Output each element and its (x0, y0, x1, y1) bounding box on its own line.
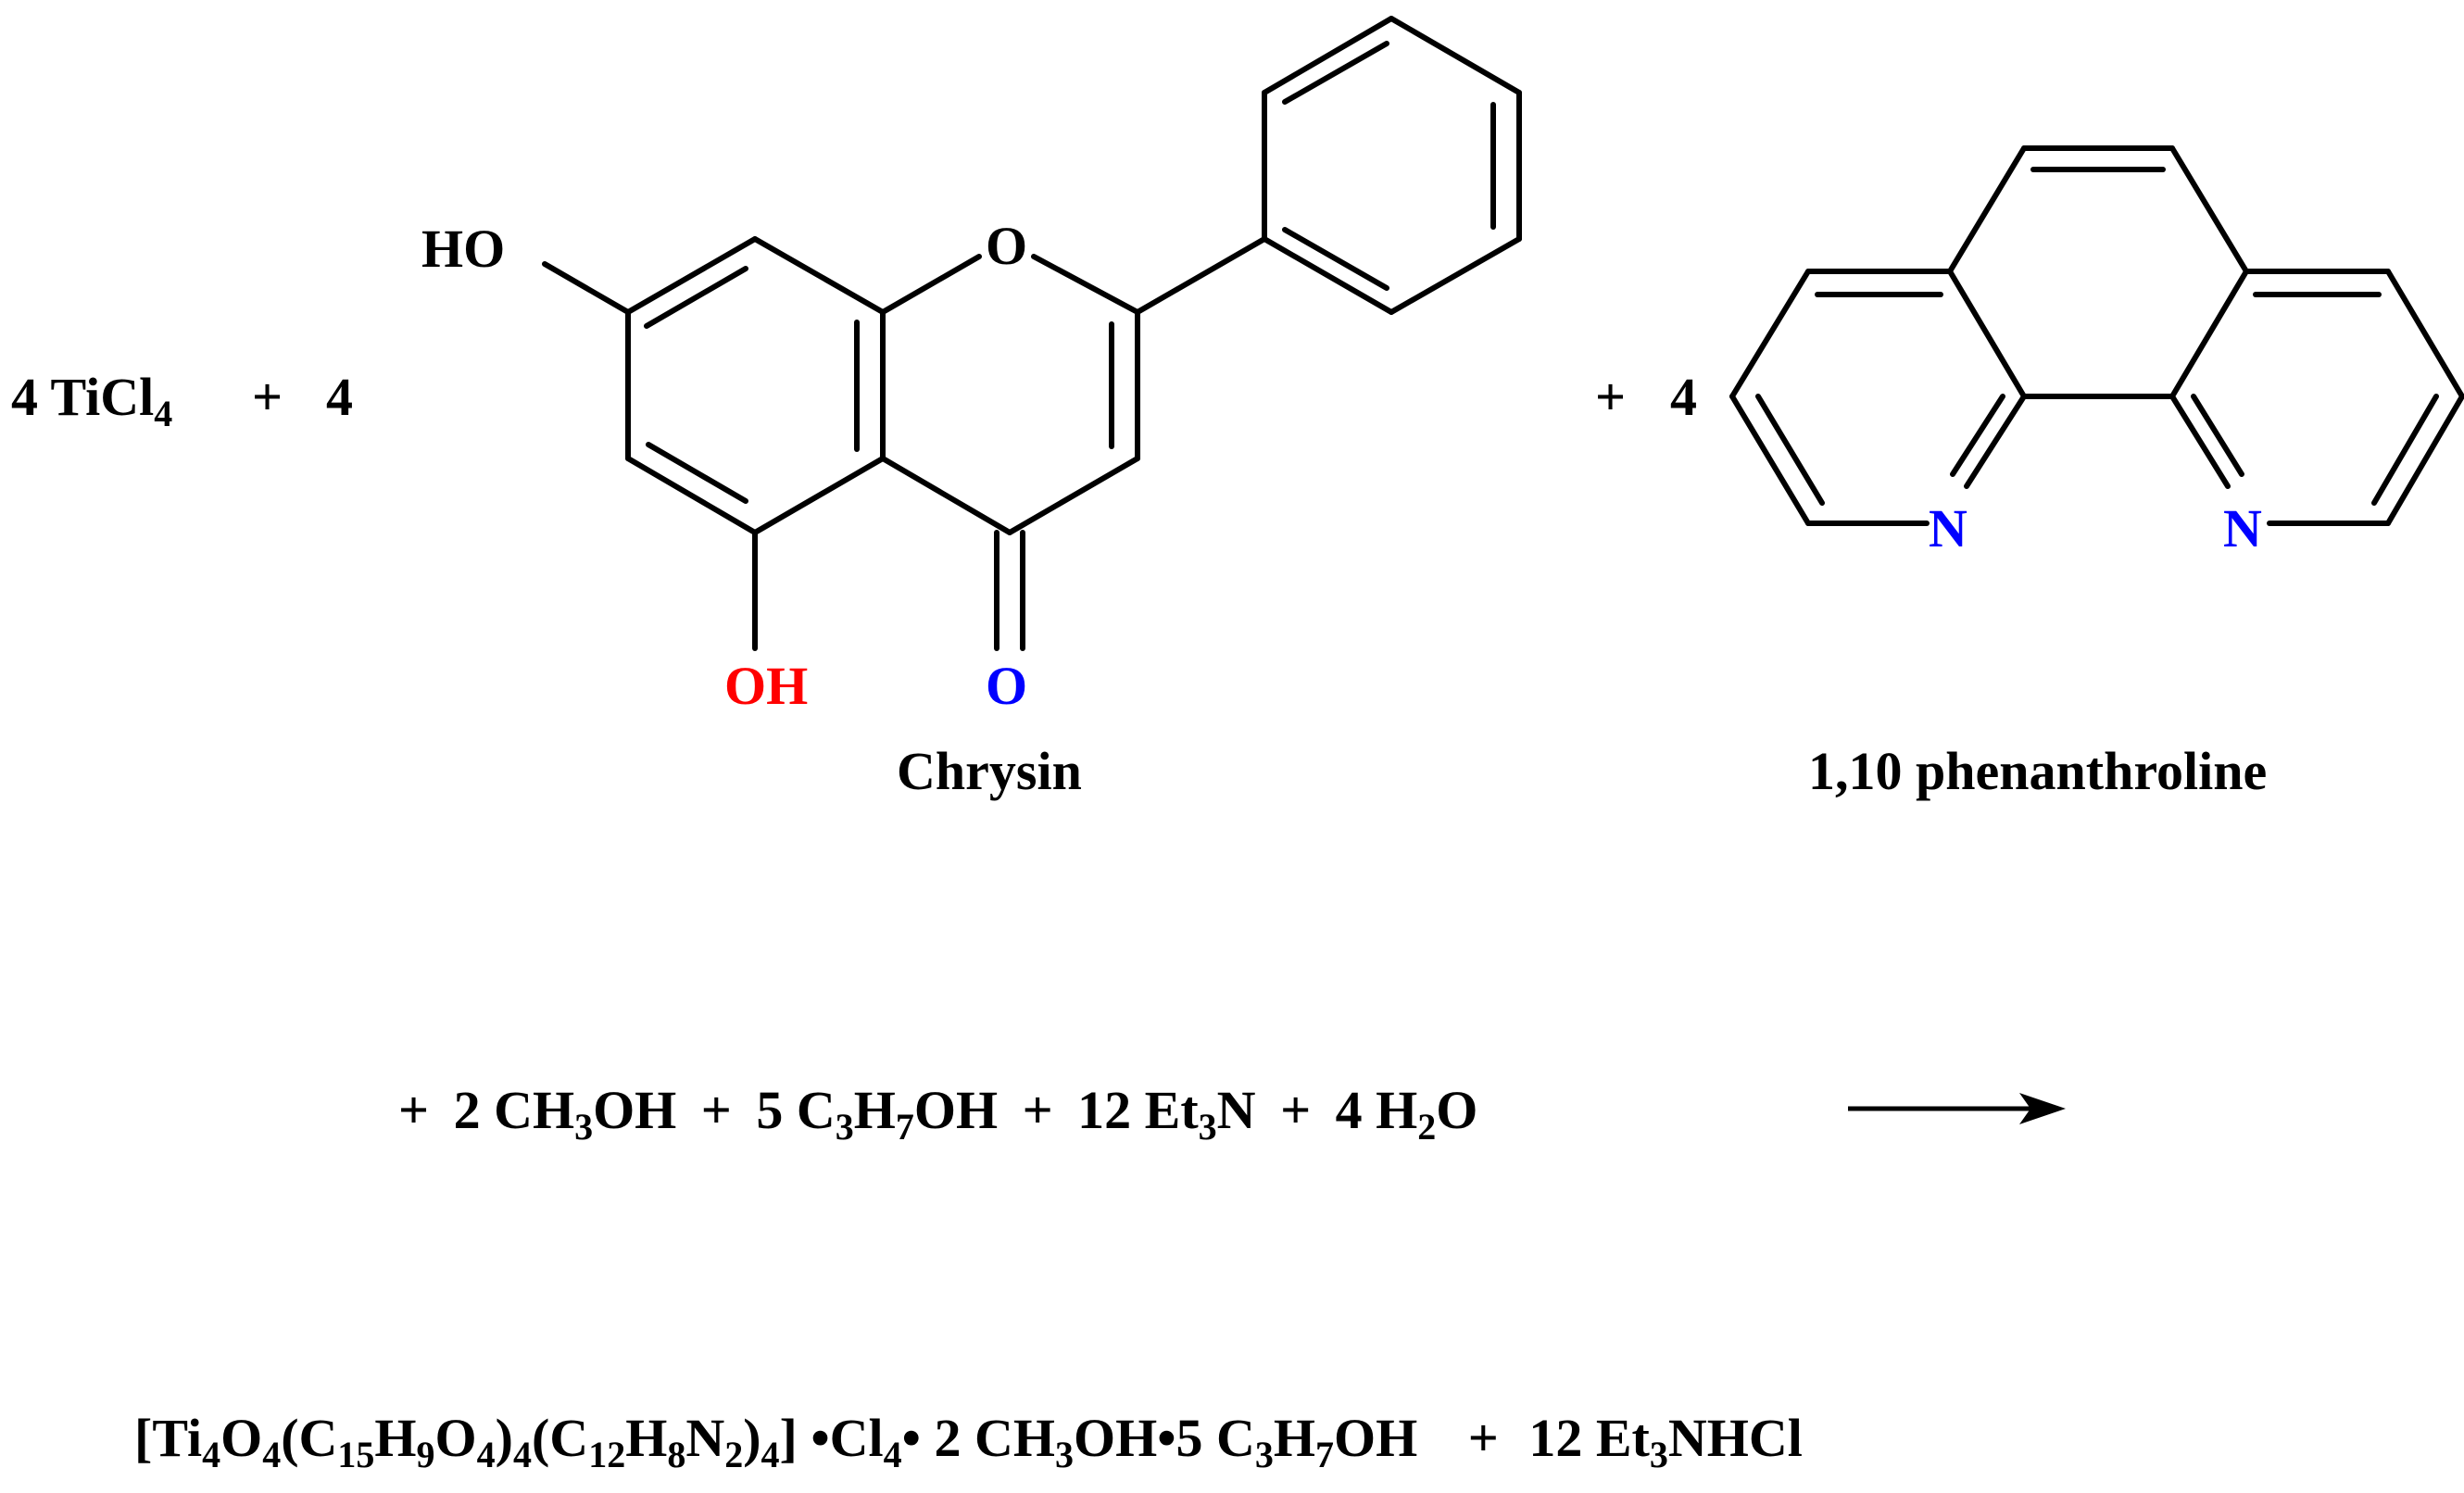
plus-sign-7: + (1468, 1408, 1499, 1468)
ticl4-term: 4 TiCl4 (11, 367, 172, 434)
chrysin-7-hydroxyl-label: HO (421, 219, 505, 279)
chrysin-structure: HO O OH O (421, 16, 1522, 716)
product-line: [Ti4O4(C15H9O4)4(C12H8N2)4] •Cl4• 2 CH3O… (134, 1408, 1803, 1475)
reagent-line: + 2 CH3OH + 5 C3H7OH + 12 Et3N + 4 H2O (398, 1080, 1477, 1148)
plus-sign-2: + (1595, 367, 1626, 427)
propanol-term: 5 C (756, 1080, 835, 1140)
titanium-complex-formula: [Ti (134, 1408, 202, 1468)
triethylammonium-chloride-term: 12 Et (1528, 1408, 1650, 1468)
triethylamine-term: 12 Et (1077, 1080, 1199, 1140)
phenanthroline-nitrogen-1: N (1929, 498, 1967, 558)
chrysin-coefficient: 4 (326, 367, 353, 427)
chrysin-ring-oxygen-label: O (986, 216, 1027, 276)
plus-sign-1: + (252, 367, 283, 427)
phenanthroline-structure: N N (1729, 145, 2464, 558)
chrysin-carbonyl-oxygen-label: O (986, 656, 1027, 716)
chrysin-name-label: Chrysin (897, 741, 1082, 801)
phenanthroline-name-label: 1,10 phenanthroline (1808, 741, 2267, 801)
methanol-term: 2 CH (454, 1080, 575, 1140)
chrysin-5-hydroxyl-label: OH (724, 656, 808, 716)
water-term: 4 H (1336, 1080, 1418, 1140)
plus-sign-4: + (701, 1080, 732, 1140)
phenanthroline-coefficient: 4 (1670, 367, 1697, 427)
phenanthroline-nitrogen-10: N (2223, 498, 2262, 558)
plus-sign-3: + (398, 1080, 429, 1140)
plus-sign-5: + (1023, 1080, 1053, 1140)
plus-sign-6: + (1280, 1080, 1311, 1140)
reaction-arrow (1848, 1093, 2066, 1124)
